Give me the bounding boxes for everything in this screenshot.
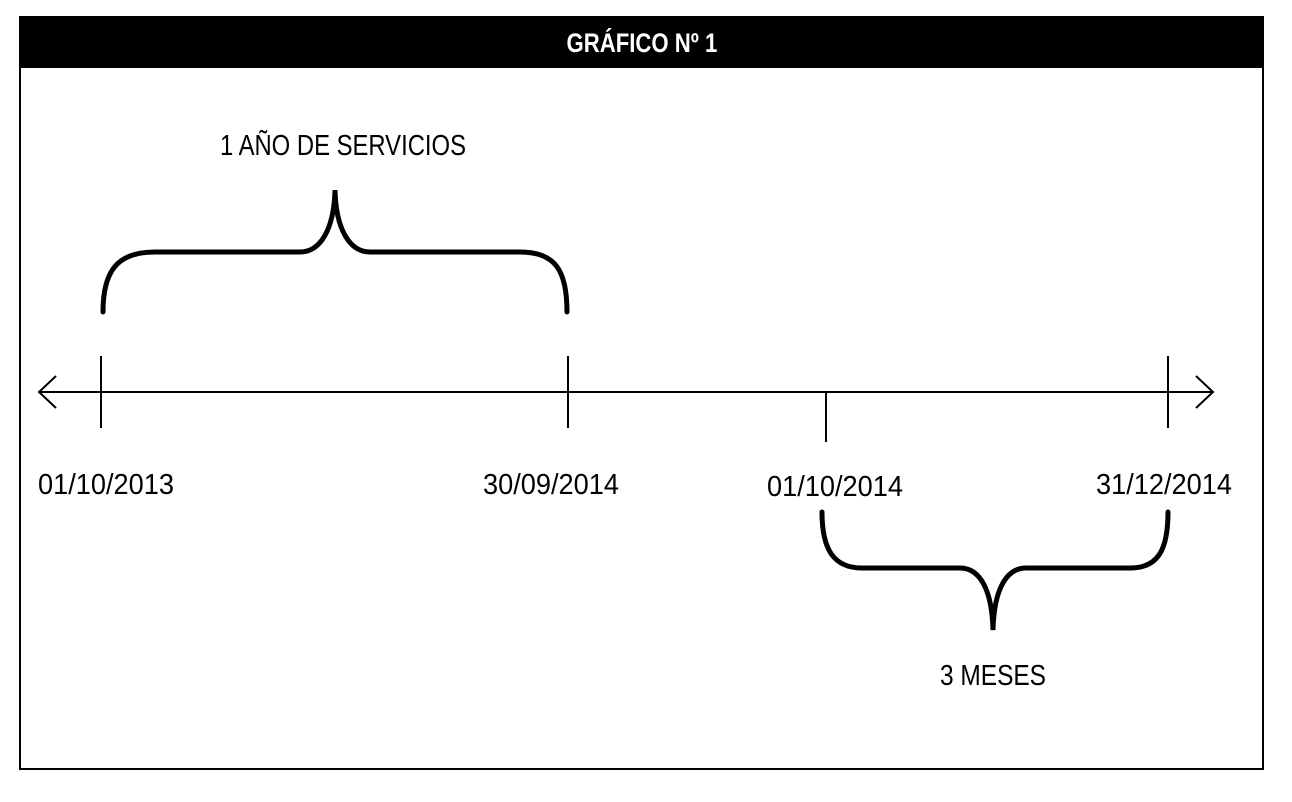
year-label: 1 AÑO DE SERVICIOS — [220, 128, 466, 162]
right-arrow-icon — [1195, 375, 1215, 409]
date-label-end-months: 31/12/2014 — [1096, 469, 1232, 501]
year-brace — [100, 189, 570, 315]
months-label: 3 MESES — [940, 660, 1046, 692]
chart-header: GRÁFICO Nº 1 — [21, 18, 1262, 68]
left-arrow-icon — [37, 375, 57, 409]
date-label-end-year: 30/09/2014 — [483, 469, 619, 501]
date-label-start: 01/10/2013 — [38, 469, 174, 501]
page-title: GRÁFICO Nº 1 — [566, 27, 717, 58]
months-brace — [819, 509, 1171, 631]
date-label-start-months: 01/10/2014 — [767, 471, 903, 503]
